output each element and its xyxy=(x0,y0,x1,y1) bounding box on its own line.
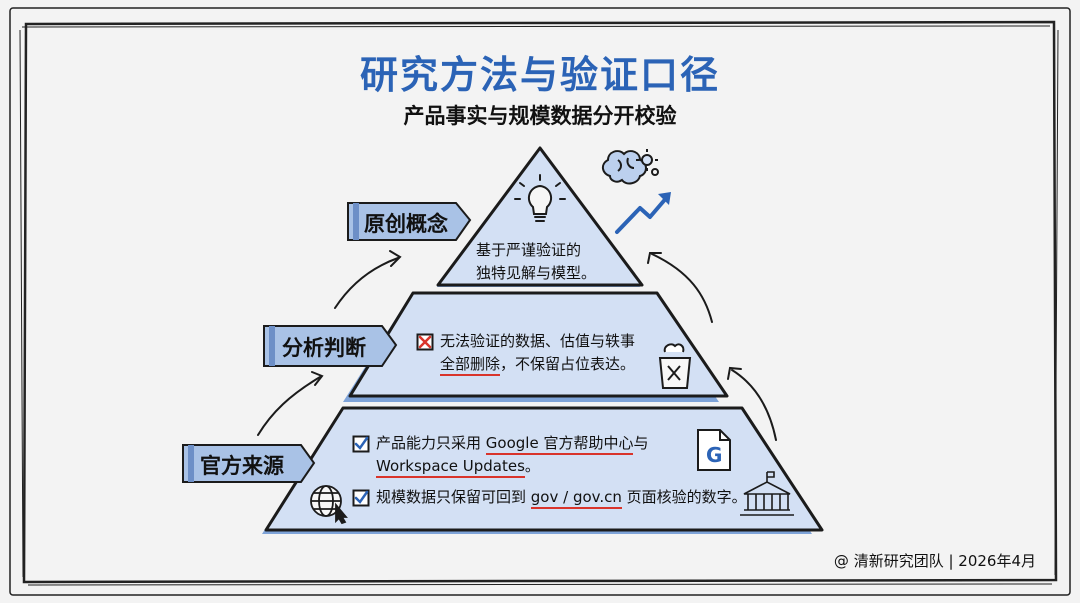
item2-highlight: gov / gov.cn xyxy=(531,488,622,509)
middle-tier-line1: 无法验证的数据、估值与轶事 xyxy=(440,330,635,353)
item1-highlight: Google 官方帮助中心 xyxy=(486,434,634,455)
page-subtitle: 产品事实与规模数据分开校验 xyxy=(0,100,1080,130)
check-icon-2 xyxy=(352,489,370,507)
brain-gear-icon xyxy=(603,149,658,183)
item1-end: 。 xyxy=(525,457,540,475)
top-tier-text: 基于严谨验证的 独特见解与模型。 xyxy=(476,239,596,285)
tier-label-original-concepts: 原创概念 xyxy=(364,208,448,238)
middle-tier-line2-rest: ，不保留占位表达。 xyxy=(500,355,635,373)
bottom-tier-item1: 产品能力只采用 Google 官方帮助中心与 Workspace Updates… xyxy=(376,432,648,478)
footer-credit: @ 清新研究团队 | 2026年4月 xyxy=(834,550,1036,571)
check-icon-1 xyxy=(352,435,370,453)
cross-checkbox-icon xyxy=(416,333,434,351)
item1-highlight2: Workspace Updates xyxy=(376,457,525,478)
item2-suffix: 页面核验的数字。 xyxy=(622,488,747,506)
item1-suffix: 与 xyxy=(633,434,648,452)
top-tier-line2: 独特见解与模型。 xyxy=(476,262,596,285)
middle-tier-highlight: 全部删除 xyxy=(440,355,500,376)
tier-label-analysis: 分析判断 xyxy=(282,332,366,362)
svg-text:G: G xyxy=(706,443,722,467)
item1-prefix: 产品能力只采用 xyxy=(376,434,486,452)
item2-prefix: 规模数据只保留可回到 xyxy=(376,488,531,506)
middle-tier-text: 无法验证的数据、估值与轶事 全部删除，不保留占位表达。 xyxy=(440,330,635,376)
top-tier-line1: 基于严谨验证的 xyxy=(476,239,596,262)
rising-arrow-icon xyxy=(617,192,671,232)
middle-tier-line2: 全部删除，不保留占位表达。 xyxy=(440,353,635,376)
page-title: 研究方法与验证口径 xyxy=(0,44,1080,99)
bottom-tier-item2: 规模数据只保留可回到 gov / gov.cn 页面核验的数字。 xyxy=(376,486,747,509)
google-doc-icon: G xyxy=(698,430,730,470)
tier-label-official-sources: 官方来源 xyxy=(200,450,284,480)
